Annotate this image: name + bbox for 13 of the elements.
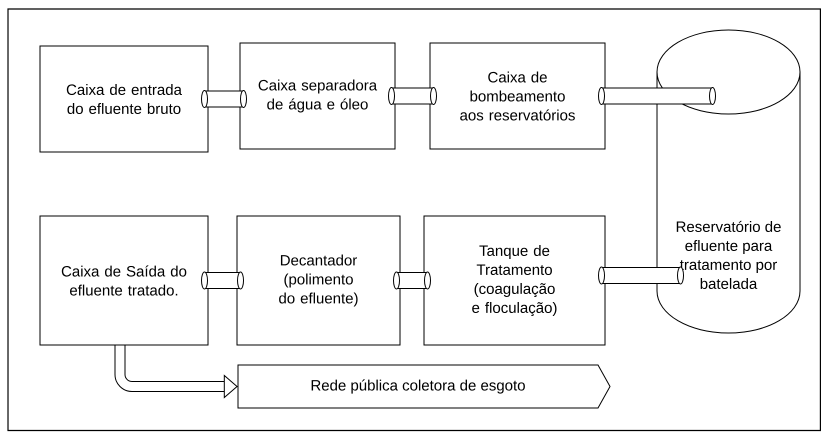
process-box: Tanque de Tratamento (coagulação e floculação)	[424, 216, 606, 346]
process-box: Caixa de entrada do efluente bruto	[40, 46, 208, 152]
pipe	[388, 87, 437, 105]
pipe	[393, 272, 431, 290]
process-box: Caixa de bombeamento aos reservatórios	[430, 42, 606, 150]
pipe	[598, 266, 684, 284]
process-box: Caixa separadora de água e óleo	[240, 42, 396, 150]
process-box: Decantador (polimento do efluente)	[236, 216, 400, 346]
pipe	[201, 272, 244, 290]
reservoir-cylinder: Reservatório de efluente para tratamento por batelada	[656, 30, 800, 334]
pipe	[201, 90, 247, 108]
process-box: Caixa de Saída do efluente tratado.	[40, 216, 208, 346]
pipe	[598, 87, 716, 105]
